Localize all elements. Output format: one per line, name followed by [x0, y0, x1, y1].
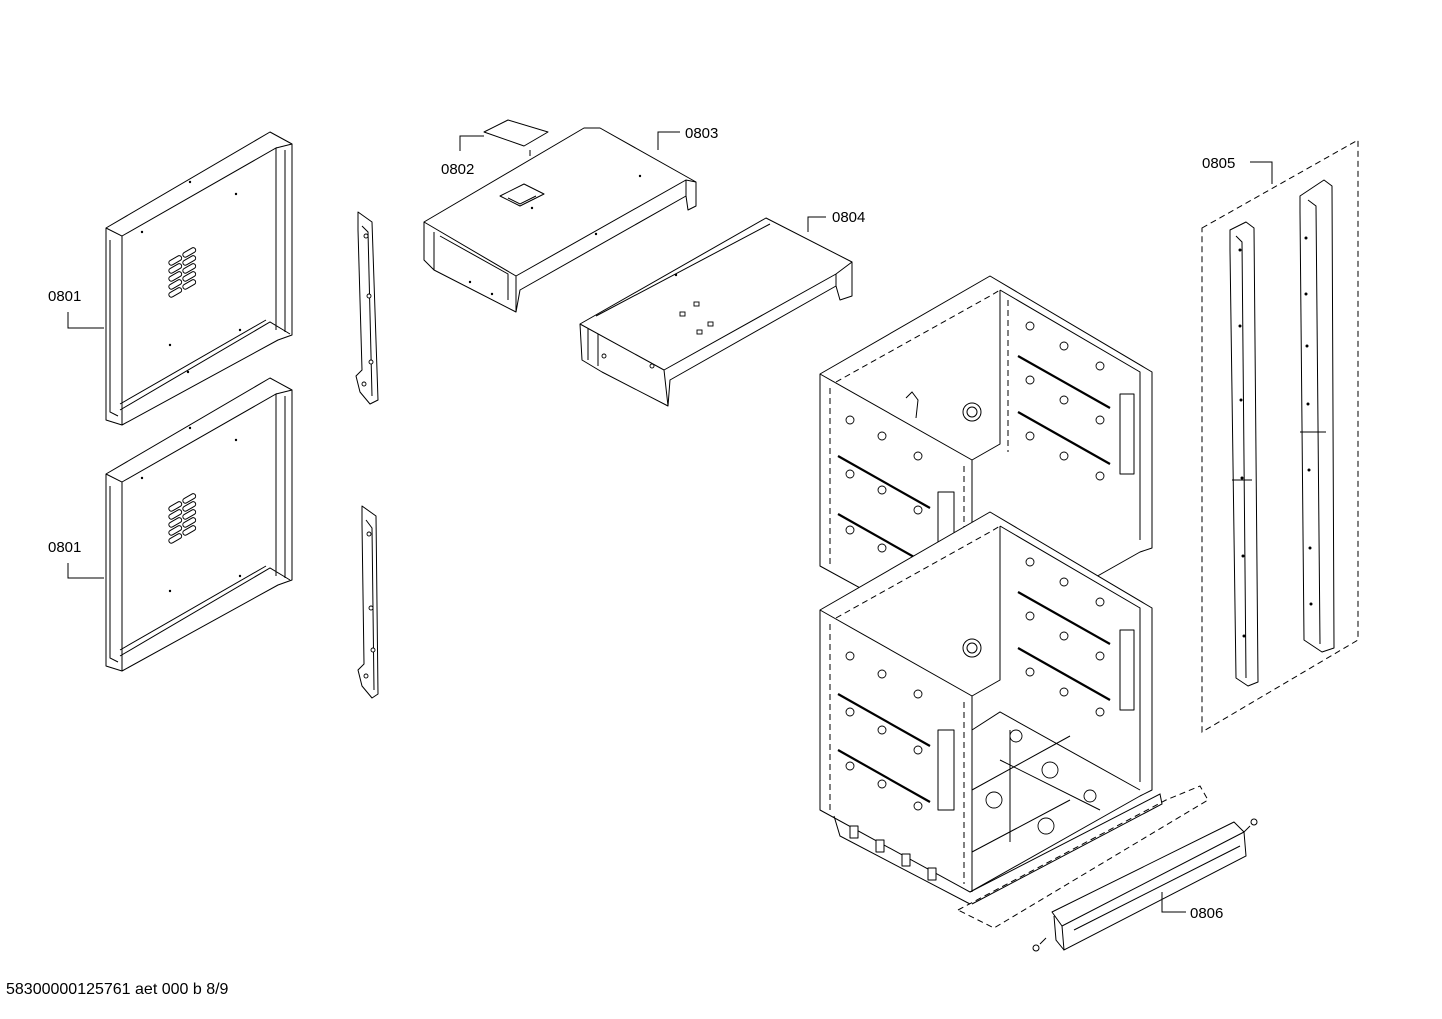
- label-0802: 0802: [441, 161, 474, 178]
- front-channel: [579, 217, 853, 407]
- cavity-frame-lower: [819, 511, 1163, 905]
- vent-slots-lower: [168, 493, 197, 544]
- label-0803: 0803: [685, 125, 718, 142]
- leader-0805: [1250, 161, 1273, 184]
- label-0804: 0804: [832, 209, 865, 226]
- label-0805: 0805: [1202, 155, 1235, 172]
- mounting-bracket-upper: [355, 211, 379, 405]
- screw-right: [1243, 818, 1258, 833]
- screw-left: [1032, 937, 1047, 952]
- leader-0806: [1161, 892, 1186, 913]
- label-0801-lower: 0801: [48, 539, 81, 556]
- document-id: 58300000125761 aet 000 b 8/9: [6, 981, 229, 998]
- bottom-trim: [956, 785, 1258, 952]
- label-0806: 0806: [1190, 905, 1223, 922]
- top-housing: [423, 127, 697, 313]
- vent-slots-upper: [168, 247, 197, 298]
- leader-0803: [657, 131, 680, 150]
- label-0801-upper: 0801: [48, 288, 81, 305]
- mounting-bracket-lower: [357, 505, 379, 699]
- leader-0802: [459, 135, 484, 151]
- side-panel-lower: [105, 377, 293, 672]
- leader-0804: [807, 216, 826, 232]
- side-panel-upper: [105, 131, 293, 426]
- leader-0801-upper: [67, 312, 104, 329]
- side-rails: [1201, 139, 1359, 733]
- leader-0801-lower: [67, 563, 104, 579]
